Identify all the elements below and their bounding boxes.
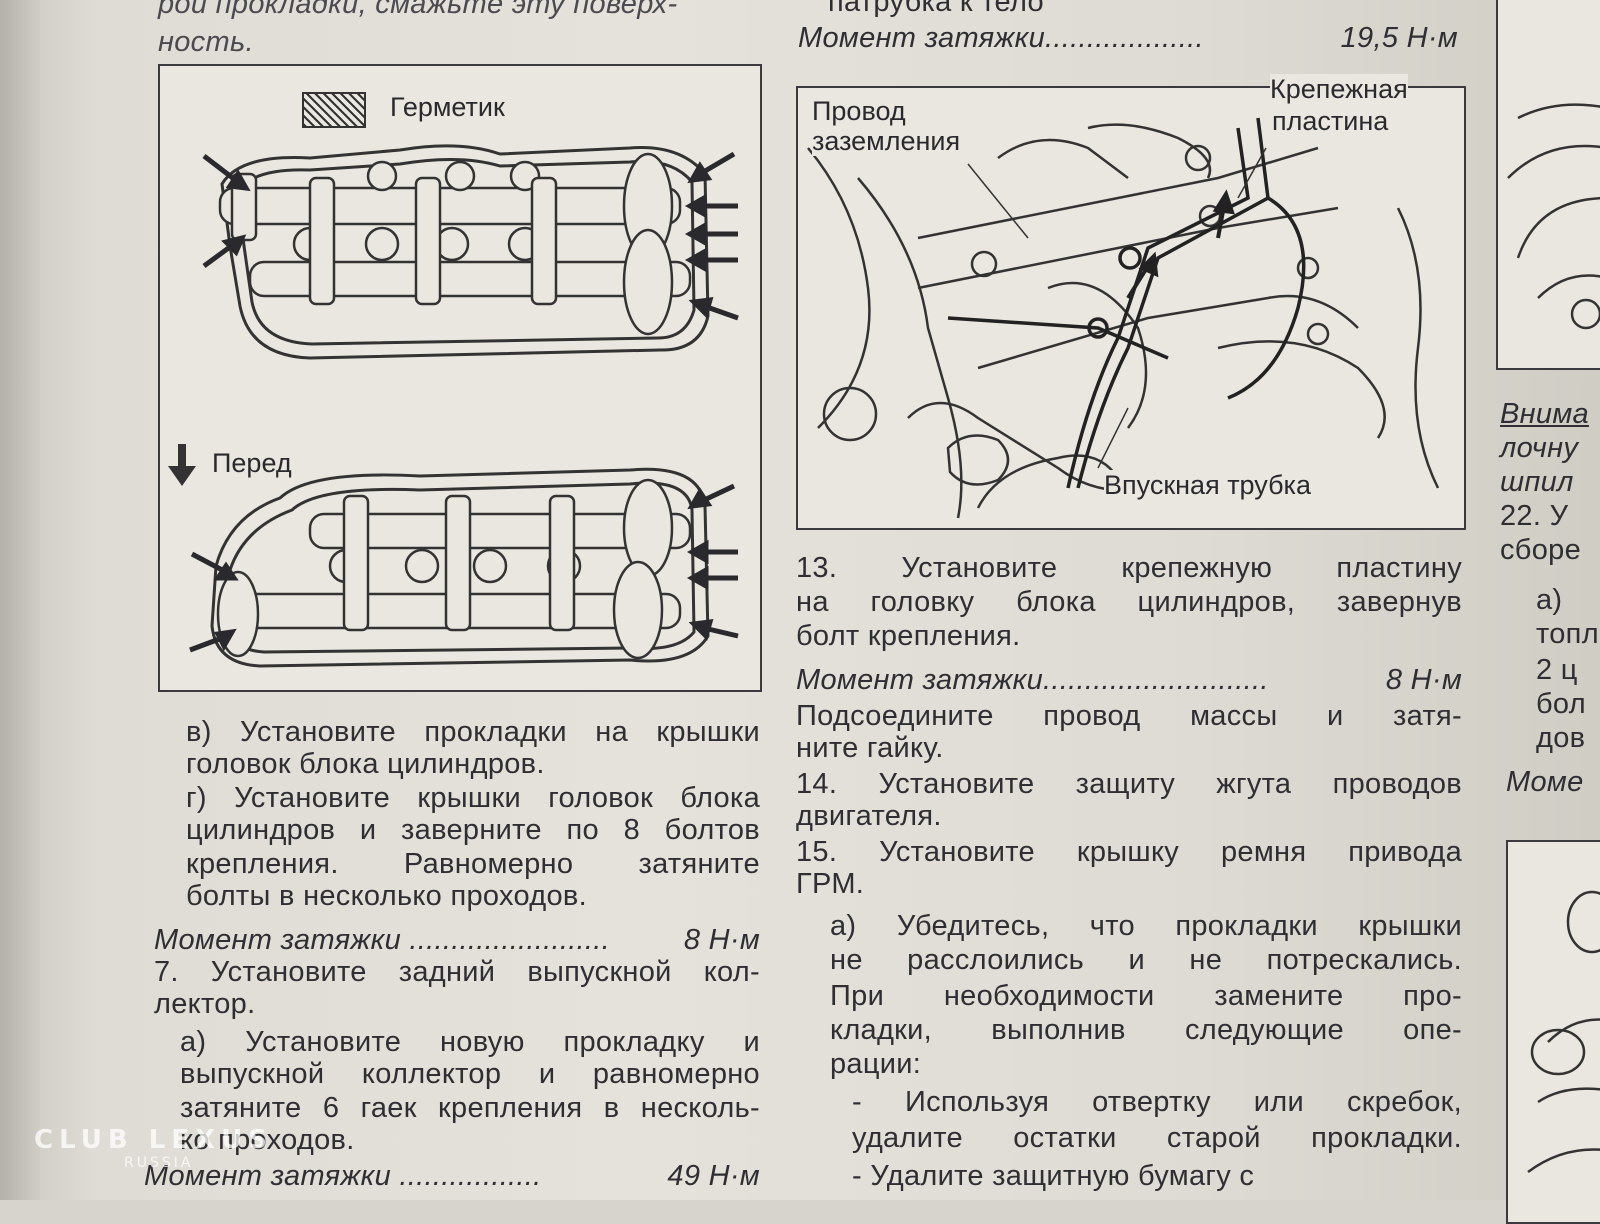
intake-pipe-label: Впускная трубка (1104, 470, 1311, 500)
far-right-line11: Моме (1506, 766, 1584, 798)
leader-lines (967, 147, 1267, 469)
bullet-1-line1: - Используя отвертку или скребок, (852, 1086, 1462, 1118)
step-g-line1: г) Установите крышки головок блока (186, 782, 760, 814)
torque-dots: ................. (399, 1160, 542, 1192)
torque-value: 49 Н·м (667, 1160, 760, 1192)
figure-cylinder-head-covers: Герметик Перед (158, 64, 762, 692)
far-right-line5: сборе (1500, 534, 1581, 566)
engine-drawing (807, 117, 1440, 519)
step-7a-line1: а) Установите новую прокладку и (180, 1026, 760, 1058)
step-7-line1: 7. Установите задний выпускной кол- (154, 956, 760, 988)
step-g-line3: крепления. Равномерно затяните (186, 848, 760, 880)
far-right-line8: 2 ц (1536, 654, 1578, 686)
torque-dots: ........................ (409, 924, 610, 956)
top-left-line1: рой прокладки, смажьте эту поверх- (158, 0, 678, 20)
top-right-torque: Момент затяжки................... 19,5 Н·… (798, 22, 1458, 54)
mounting-plate-label-line2: пластина (1272, 106, 1389, 136)
step-13-line1: 13. Установите крепежную пластину (796, 552, 1462, 584)
step-15a-line2: не расслоились и не потрескались. (830, 944, 1462, 976)
far-right-line1: Внима (1500, 398, 1589, 430)
step-15a-line1: а) Убедитесь, что прокладки крышки (830, 910, 1462, 942)
club-lexus-watermark: CLUB LEXUS RUSSIA (34, 1125, 273, 1171)
torque-label: Момент затяжки (144, 1160, 392, 1192)
torque-value: 8 Н·м (1385, 664, 1462, 696)
cylinder-head-drawing (168, 144, 739, 668)
top-right-line1: патрубка к тело (828, 0, 1044, 18)
step-g-line4: болты в несколько проходов. (186, 880, 587, 912)
mounting-plate-and-wire (947, 117, 1306, 489)
far-right-line2: лочну (1500, 432, 1579, 464)
step-15-line2: ГРМ. (796, 868, 865, 900)
bullet-1-line2: удалите остатки старой прокладки. (852, 1122, 1462, 1154)
far-right-line7: топл (1536, 618, 1599, 650)
watermark-sub: RUSSIA (124, 1155, 194, 1171)
upper-camshafts (218, 152, 692, 336)
step-7a-line2: выпускной коллектор и равномерно (180, 1058, 760, 1090)
ground-wire-label-line2: заземления (812, 126, 961, 156)
front-arrow-icon (168, 444, 196, 486)
torque-dots: ........................... (1043, 664, 1269, 696)
torque-value: 8 Н·м (683, 924, 760, 956)
bullet-2-line1: - Удалите защитную бумагу с (852, 1160, 1255, 1192)
far-right-line4: 22. У (1500, 500, 1569, 532)
sealant-legend-swatch (302, 92, 366, 128)
step-15a-line3: При необходимости замените про- (830, 980, 1462, 1012)
torque-value: 19,5 Н·м (1340, 22, 1458, 54)
far-right-line3: шпил (1500, 466, 1574, 498)
torque-8nm-right: Момент затяжки..........................… (796, 664, 1462, 696)
step-14-line2: двигателя. (796, 800, 942, 832)
torque-49nm: Момент затяжки ................. 49 Н·м (144, 1160, 760, 1192)
torque-8nm-left: Момент затяжки ........................ 8… (154, 924, 760, 956)
page-binding-shadow (0, 0, 40, 1200)
step-13b-line1: Подсоедините провод массы и затя- (796, 700, 1462, 732)
step-7a-line3: затяните 6 гаек крепления в несколь- (180, 1092, 760, 1124)
step-7-line2: лектор. (154, 988, 256, 1020)
torque-label: Момент затяжки (154, 924, 402, 956)
mounting-plate-label-line1: Крепежная (1270, 74, 1408, 104)
far-right-line10: дов (1536, 722, 1586, 754)
torque-dots: ................... (1045, 22, 1204, 54)
lower-camshafts (216, 478, 692, 660)
step-v-line1: в) Установите прокладки на крышки (186, 716, 760, 748)
pointer-arrows (1126, 189, 1235, 300)
step-15a-line4: кладки, выполнив следующие опе- (830, 1014, 1462, 1046)
far-right-line9: бол (1536, 688, 1586, 720)
far-right-line6: а) (1536, 584, 1563, 616)
step-14-line1: 14. Установите защиту жгута проводов (796, 768, 1462, 800)
step-15-line1: 15. Установите крышку ремня привода (796, 836, 1462, 868)
lower-cover-outline (210, 467, 710, 668)
sealant-legend-label: Герметик (390, 92, 505, 122)
far-right-figure-bottom (1506, 840, 1600, 1224)
step-15a-line5: рации: (830, 1048, 922, 1080)
figure-mounting-plate: Провод заземления Крепежная пластина Впу… (796, 74, 1466, 530)
step-v-line2: головок блока цилиндров. (186, 748, 545, 780)
sealant-arrows (189, 151, 739, 653)
front-direction-label: Перед (212, 448, 292, 478)
step-7a-line4: ко проходов. (180, 1124, 355, 1156)
far-right-figure-top (1496, 0, 1600, 370)
torque-label: Момент затяжки (796, 664, 1044, 696)
step-13-line3: болт крепления. (796, 620, 1021, 652)
top-left-line2: ность. (158, 26, 254, 58)
step-g-line2: цилиндров и заверните по 8 болтов (186, 814, 760, 846)
ground-wire-label-line1: Провод (812, 96, 906, 126)
watermark-main: CLUB LEXUS (34, 1125, 273, 1155)
step-13b-line2: ните гайку. (796, 732, 944, 764)
torque-label: Момент затяжки (798, 22, 1046, 54)
step-13-line2: на головку блока цилиндров, завернув (796, 586, 1462, 618)
